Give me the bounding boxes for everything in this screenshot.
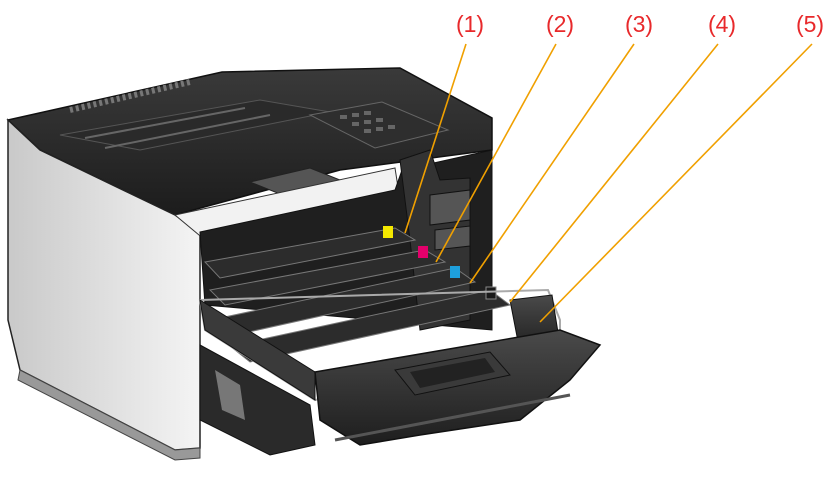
leader-line-1 (404, 43, 467, 234)
leader-line-4 (509, 43, 719, 303)
front-cover-handle-inner (410, 358, 495, 388)
callout-label-4: (4) (708, 11, 736, 37)
front-cover-edge (334, 393, 571, 442)
leader-line-5 (539, 43, 813, 323)
control-panel (308, 101, 450, 149)
black-toner-tab (485, 286, 497, 300)
front-cover-open (314, 329, 602, 446)
output-tray-slot (84, 107, 271, 149)
yellow-toner-tab (383, 226, 393, 238)
callout-labels: (1) (2) (3) (4) (5) (456, 11, 824, 37)
leader-line-2 (435, 43, 557, 263)
callout-label-2: (2) (546, 11, 574, 37)
leader-line-3 (469, 43, 635, 284)
toner-drawer-left-rail (199, 298, 316, 401)
control-panel-buttons (340, 111, 395, 133)
callout-label-5: (5) (796, 11, 824, 37)
cassette-detail (215, 370, 245, 420)
callout-label-3: (3) (625, 11, 653, 37)
hinge-block (429, 189, 471, 226)
slot-black (228, 289, 512, 363)
cartridge-slots (204, 227, 512, 363)
printer-base (17, 369, 201, 461)
paper-cassette (199, 344, 316, 456)
top-vents (69, 79, 191, 113)
cyan-toner-tab (450, 266, 460, 278)
slot-yellow (204, 227, 417, 279)
hinge-block-lower (434, 225, 471, 251)
callout-label-1: (1) (456, 11, 484, 37)
leader-lines (404, 43, 813, 323)
magenta-toner-tab (418, 246, 428, 258)
